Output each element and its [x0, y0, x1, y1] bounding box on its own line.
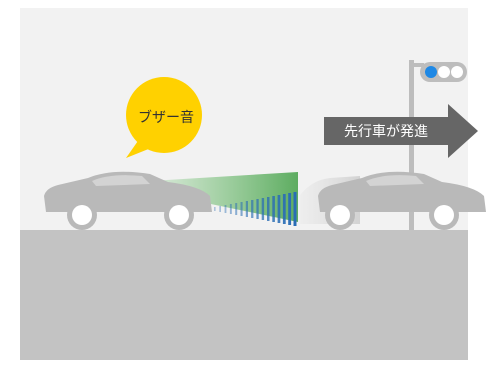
lead-car-icon [318, 171, 486, 230]
sound-wave-bar [251, 200, 254, 218]
sound-wave-bar [288, 193, 292, 225]
right-arrow-icon [324, 104, 478, 158]
road-surface [20, 230, 468, 360]
detection-beam [150, 172, 298, 222]
sound-wave-bar [293, 192, 297, 226]
sound-wave-bar [245, 201, 248, 217]
speech-bubble-icon [126, 77, 202, 158]
sound-wave-bar [240, 202, 243, 216]
sound-wave-bar [277, 195, 281, 223]
sound-wave-bar [224, 205, 227, 213]
sound-wave-bar [261, 198, 265, 220]
sound-waves [214, 192, 297, 226]
sound-wave-bar [267, 197, 270, 221]
own-car-icon [44, 171, 212, 230]
sound-wave-bar [214, 207, 216, 211]
sound-wave-bar [282, 194, 286, 224]
sound-wave-bar [229, 204, 232, 214]
sound-wave-bar [235, 203, 238, 215]
lead-vehicle-departs-label: 先行車が発進 [344, 124, 428, 140]
sound-wave-bar [272, 196, 275, 222]
buzzer-label: ブザー音 [138, 110, 194, 126]
sound-wave-bar [256, 199, 259, 219]
sound-wave-bar [219, 206, 221, 212]
